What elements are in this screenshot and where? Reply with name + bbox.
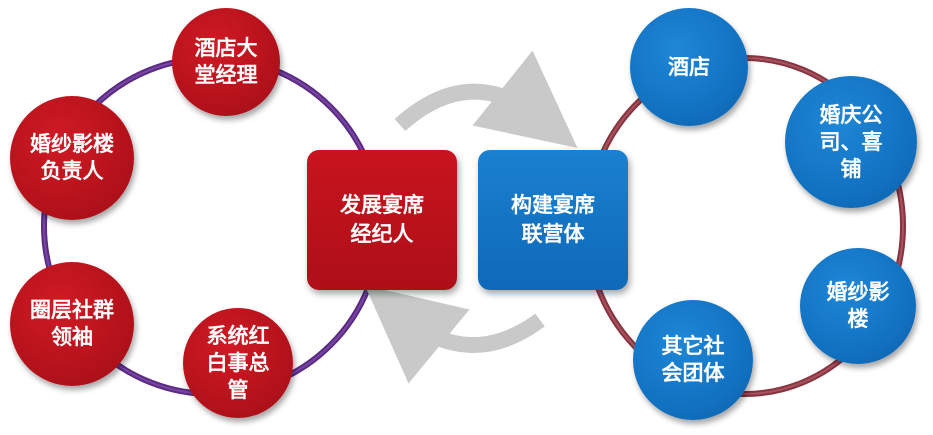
box-develop-agents: 发展宴席 经纪人 — [307, 150, 457, 290]
cycle-arrow-top — [394, 50, 578, 148]
node-hotel: 酒店 — [630, 8, 748, 126]
node-wedding-company: 婚庆公 司、喜 铺 — [785, 76, 917, 208]
cycle-arrow-bottom — [364, 285, 545, 384]
box-label: 构建宴席 联营体 — [511, 193, 595, 246]
box-build-alliance: 构建宴席 联营体 — [478, 150, 628, 290]
node-other-groups: 其它社 会团体 — [633, 300, 753, 420]
node-label: 酒店大 堂经理 — [194, 36, 258, 87]
node-label: 婚纱影 楼 — [826, 280, 890, 331]
node-label: 其它社 会团体 — [661, 334, 725, 385]
node-label: 圈层社群 领袖 — [30, 298, 114, 349]
node-label: 婚纱影楼 负责人 — [30, 132, 114, 183]
node-bridal-studio: 婚纱影 楼 — [800, 248, 916, 364]
node-bridal-studio-head: 婚纱影楼 负责人 — [10, 96, 134, 220]
node-label: 系统红 白事总 管 — [206, 323, 270, 402]
node-event-manager: 系统红 白事总 管 — [183, 308, 293, 418]
node-label: 酒店 — [668, 54, 710, 79]
node-label: 婚庆公 司、喜 铺 — [819, 102, 883, 181]
box-label: 发展宴席 经纪人 — [340, 193, 424, 246]
node-community-leader: 圈层社群 领袖 — [10, 262, 134, 386]
node-hotel-lobby-manager: 酒店大 堂经理 — [172, 8, 280, 116]
